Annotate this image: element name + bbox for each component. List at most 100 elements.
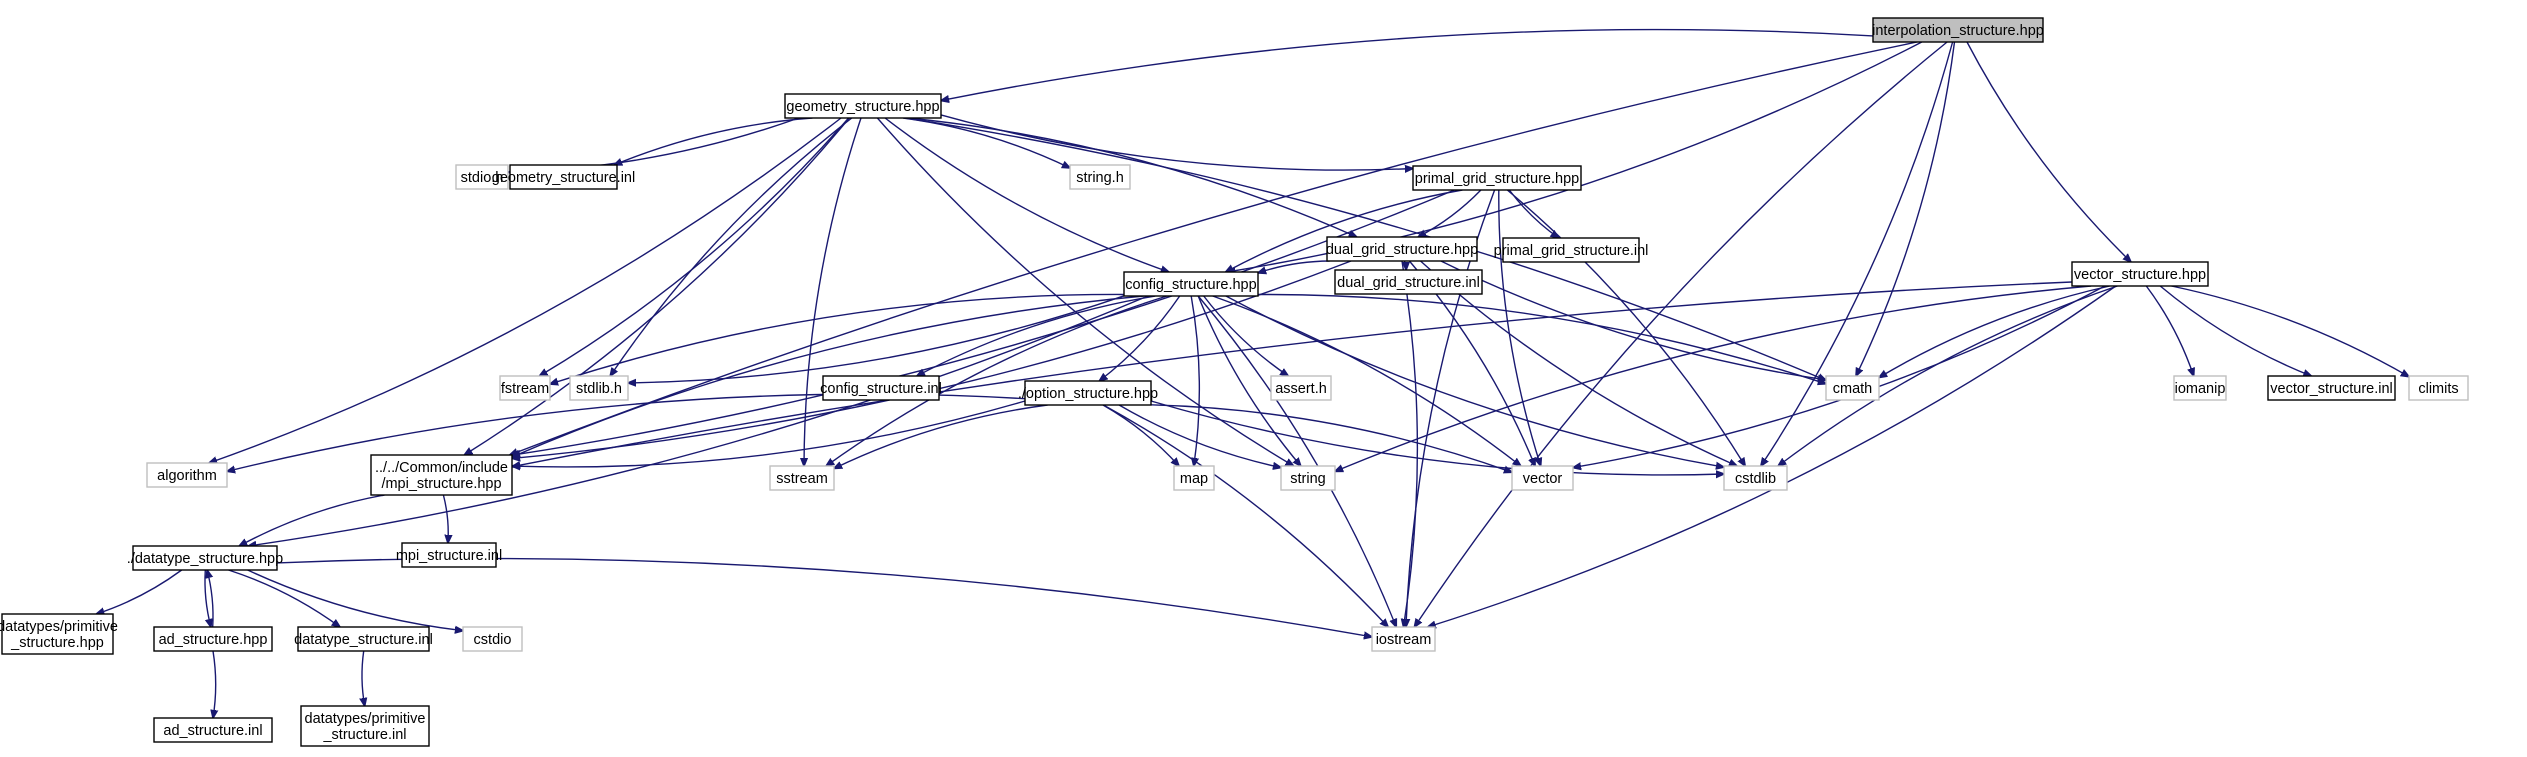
node-cstdlib: cstdlib (1723, 465, 1788, 491)
edge-interp-to-cmath (1856, 41, 1956, 376)
node-primalinl[interactable]: primal_grid_structure.inl (1494, 237, 1649, 263)
node-ad-label: ad_structure.hpp (159, 632, 268, 648)
node-mpi-label: /mpi_structure.hpp (381, 476, 501, 492)
node-option-box (1024, 380, 1152, 406)
node-option[interactable]: ./option_structure.hpp (1018, 380, 1158, 406)
node-configinl-box (822, 375, 940, 401)
node-dtprim-box (1, 613, 114, 655)
node-cstdlib-box (1723, 465, 1788, 491)
node-dtprim-label: datatypes/primitive (0, 619, 118, 635)
node-ad[interactable]: ad_structure.hpp (153, 626, 273, 652)
node-configinl[interactable]: config_structure.inl (820, 375, 942, 401)
edge-dual-to-dualinl (1404, 260, 1406, 270)
node-dualinl[interactable]: dual_grid_structure.inl (1334, 269, 1483, 295)
edge-config-to-configinl (917, 295, 1156, 376)
node-vecstruct[interactable]: vector_structure.hpp (2071, 261, 2209, 287)
node-vecstruct-box (2071, 261, 2209, 287)
node-stdlib_h: stdlib.h (569, 375, 629, 401)
edge-vecstruct-to-cstdlib (1778, 285, 2118, 466)
node-iomanip: iomanip (2173, 375, 2227, 401)
node-geom-label: geometry_structure.hpp (786, 99, 939, 115)
edge-config-to-assert_h (1203, 295, 1289, 376)
node-mpiinl-label: mpi_structure.inl (396, 548, 502, 564)
node-sstream: sstream (769, 465, 835, 491)
node-dtinl-label: datatype_structure.inl (294, 632, 433, 648)
node-interp-box (1872, 17, 2044, 43)
edge-ad-to-datatype (207, 570, 214, 628)
edge-datatype-to-cstdio (247, 569, 463, 631)
node-cstdio-box (462, 626, 523, 652)
node-dtpriminl[interactable]: datatypes/primitive_structure.inl (300, 705, 430, 747)
node-adinl[interactable]: ad_structure.inl (153, 717, 273, 743)
edge-geom-to-dual (908, 117, 1357, 237)
edge-geom-to-config (884, 117, 1169, 272)
node-dtinl[interactable]: datatype_structure.inl (294, 626, 433, 652)
node-dtprim[interactable]: datatypes/primitive_structure.hpp (0, 613, 118, 655)
node-sstream-label: sstream (776, 471, 828, 487)
node-iomanip-box (2173, 375, 2227, 401)
node-datatype-box (132, 545, 278, 571)
node-string-label: string (1290, 471, 1325, 487)
node-geominl[interactable]: geometry_structure.inl (492, 164, 635, 190)
edge-interp-to-mpi (510, 41, 1918, 455)
node-configinl-label: config_structure.inl (820, 381, 942, 397)
node-primal-box (1412, 165, 1582, 191)
edge-option-to-map (1102, 404, 1179, 466)
edge-config-to-mpi (512, 295, 1144, 457)
edge-datatype-to-ad (204, 569, 211, 627)
node-algorithm: algorithm (146, 462, 228, 488)
node-mpi-label: ../../Common/include (375, 460, 508, 476)
node-primal[interactable]: primal_grid_structure.hpp (1412, 165, 1582, 191)
node-stdlib_h-box (569, 375, 629, 401)
node-string_h-box (1069, 164, 1131, 190)
node-stdio_h-box (455, 164, 509, 190)
node-iostream-label: iostream (1376, 632, 1432, 648)
node-string-box (1280, 465, 1336, 491)
edge-config-to-sstream (826, 295, 1168, 466)
edge-interp-to-cstdlib (1761, 41, 1954, 466)
node-dual-box (1326, 236, 1478, 262)
node-primalinl-box (1502, 237, 1640, 263)
node-fstream-label: fstream (501, 381, 549, 397)
nodes-layer: interpolation_structure.hpp geometry_stru… (0, 17, 2469, 747)
node-dual-label: dual_grid_structure.hpp (1326, 242, 1478, 258)
node-interp[interactable]: interpolation_structure.hpp (1872, 17, 2044, 43)
node-dtprim-label: _structure.hpp (10, 635, 104, 651)
node-dualinl-box (1334, 269, 1483, 295)
node-vecstruct-label: vector_structure.hpp (2074, 267, 2206, 283)
node-string_h-label: string.h (1076, 170, 1124, 186)
node-geom[interactable]: geometry_structure.hpp (784, 93, 942, 119)
node-mpiinl[interactable]: mpi_structure.inl (396, 542, 502, 568)
edge-geom-to-primal (940, 114, 1413, 170)
node-mpi[interactable]: ../../Common/include/mpi_structure.hpp (370, 454, 513, 496)
node-vecinl[interactable]: vector_structure.inl (2267, 375, 2396, 401)
node-assert_h-label: assert.h (1275, 381, 1327, 397)
node-climits-label: climits (2418, 381, 2458, 397)
node-adinl-box (153, 717, 273, 743)
edge-primal-to-config (1226, 189, 1463, 272)
node-vecinl-box (2267, 375, 2396, 401)
edge-mpi-to-mpiinl (442, 494, 448, 543)
edge-option-to-sstream (834, 404, 1048, 469)
edge-ad-to-adinl (213, 650, 216, 718)
node-geominl-label: geometry_structure.inl (492, 170, 635, 186)
edge-config-to-fstream (550, 293, 1125, 384)
node-dtinl-box (297, 626, 430, 652)
node-cstdlib-label: cstdlib (1735, 471, 1776, 487)
node-primalinl-label: primal_grid_structure.inl (1494, 243, 1649, 259)
node-cmath-box (1825, 375, 1880, 401)
node-config-box (1123, 271, 1259, 297)
node-dual[interactable]: dual_grid_structure.hpp (1326, 236, 1478, 262)
edge-dual-to-config (1258, 260, 1330, 273)
edge-config-to-datatype (248, 295, 1149, 546)
node-mpiinl-box (401, 542, 497, 568)
node-dualinl-label: dual_grid_structure.inl (1337, 275, 1480, 291)
edge-vecstruct-to-vecinl (2159, 285, 2311, 376)
edge-config-to-cmath (1257, 293, 1826, 383)
node-vector-label: vector (1523, 471, 1563, 487)
node-iostream-box (1371, 626, 1436, 652)
node-datatype[interactable]: ./datatype_structure.hpp (127, 545, 283, 571)
node-config[interactable]: config_structure.hpp (1123, 271, 1259, 297)
edge-option-to-string (1118, 404, 1281, 468)
node-vector-box (1511, 465, 1574, 491)
